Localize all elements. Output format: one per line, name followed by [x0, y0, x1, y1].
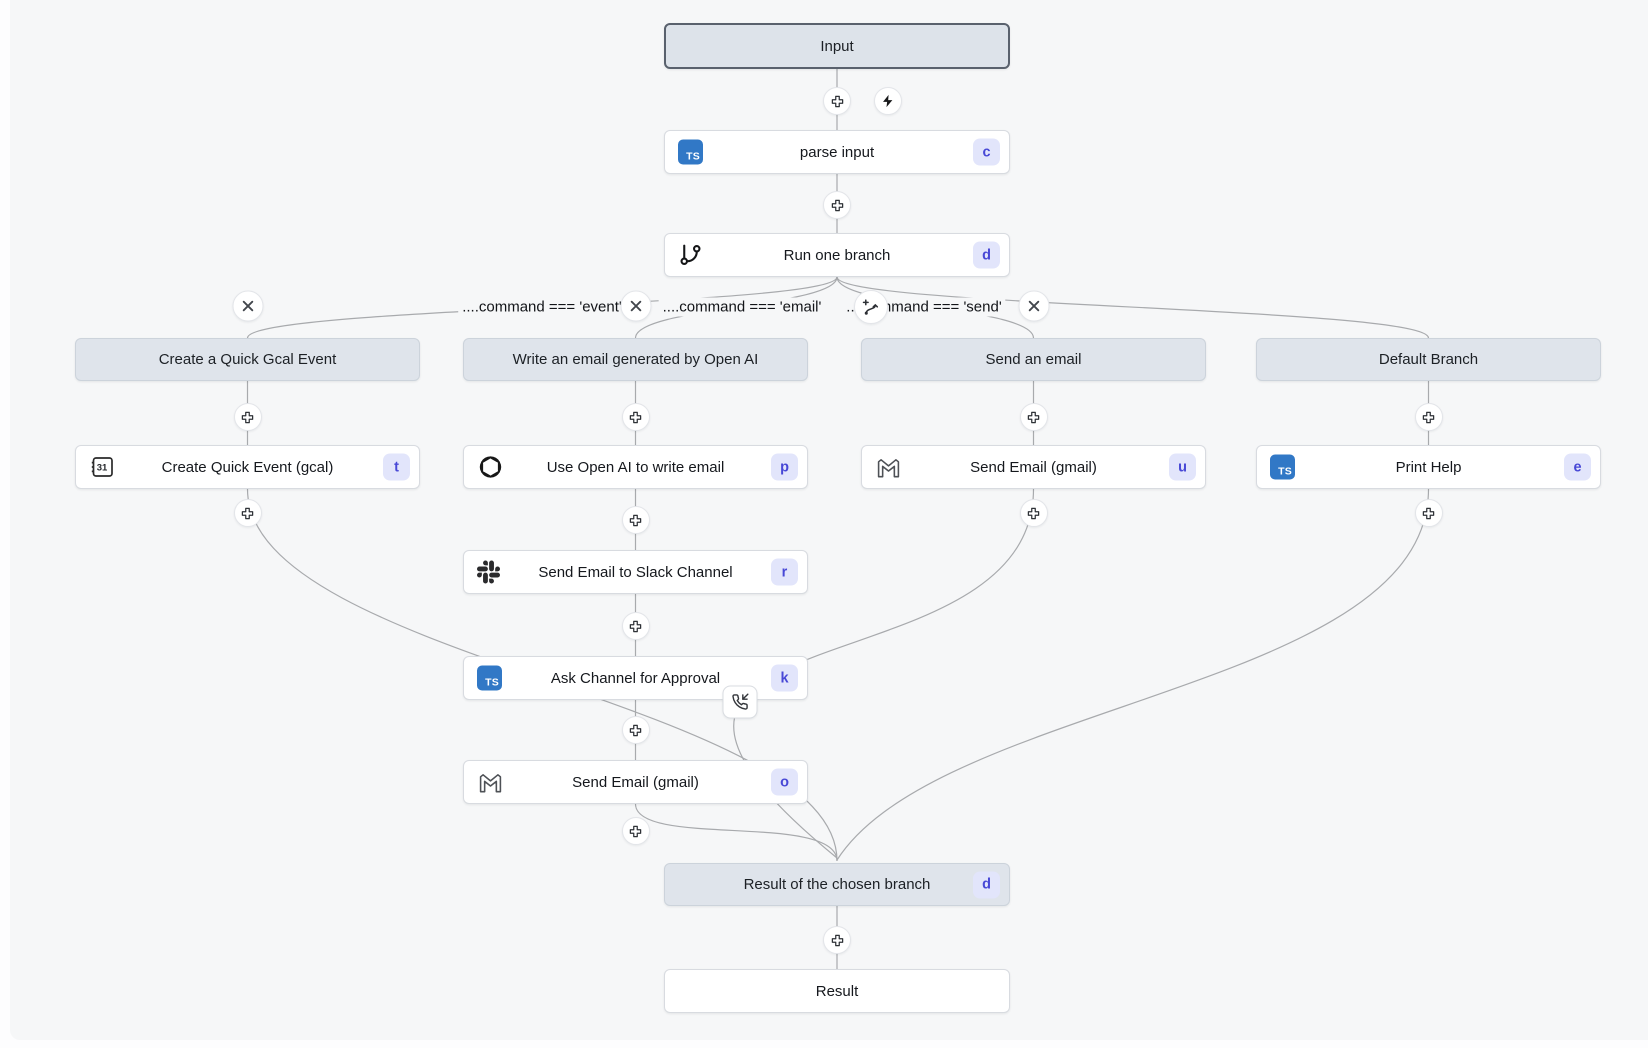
shortcut-badge: e [1564, 453, 1591, 481]
branch-condition-email: ....command === 'email' [658, 297, 826, 317]
node-label: Run one branch [783, 246, 891, 264]
add-step-button[interactable] [621, 612, 650, 640]
gmail-icon [477, 771, 504, 794]
plus-icon [240, 410, 255, 425]
shortcut-badge: r [771, 558, 798, 586]
node-openai-write-email[interactable]: Use Open AI to write email p [463, 445, 808, 489]
typescript-icon-label: TS [678, 139, 703, 165]
delete-branch-button[interactable] [232, 290, 263, 322]
shortcut-badge: k [771, 664, 798, 692]
node-send-email-gmail-approval[interactable]: Send Email (gmail) o [463, 760, 808, 804]
typescript-icon: TS [477, 665, 502, 691]
node-send-email-slack[interactable]: Send Email to Slack Channel r [463, 550, 808, 594]
node-label: Print Help [1395, 458, 1462, 476]
node-label: Send Email to Slack Channel [538, 563, 733, 581]
add-step-button[interactable] [1414, 403, 1443, 431]
add-step-button[interactable] [823, 926, 851, 954]
add-step-button[interactable] [1019, 403, 1048, 431]
plus-icon [628, 824, 643, 839]
approval-suspend-indicator [722, 685, 758, 719]
node-run-one-branch[interactable]: Run one branch d [664, 233, 1010, 277]
plus-icon [628, 619, 643, 634]
branch-header-label: Default Branch [1378, 351, 1479, 368]
node-result[interactable]: Result [664, 969, 1010, 1013]
typescript-icon-label: TS [477, 665, 502, 691]
node-label: Ask Channel for Approval [550, 669, 721, 687]
node-label: Result of the chosen branch [743, 876, 931, 893]
plus-icon [830, 198, 845, 213]
openai-icon [477, 454, 504, 481]
plus-icon [628, 723, 643, 738]
typescript-icon-label: TS [1270, 454, 1295, 480]
add-step-button[interactable] [233, 499, 262, 527]
git-branch-icon [678, 243, 703, 268]
branch-header-label: Create a Quick Gcal Event [158, 351, 337, 368]
shortcut-badge: d [973, 871, 1000, 898]
shortcut-badge: o [771, 768, 798, 796]
branch-condition-event: ....command === 'event' [458, 297, 626, 317]
add-step-button[interactable] [621, 817, 650, 845]
plus-icon [830, 933, 845, 948]
branch-header-label: Send an email [985, 351, 1082, 368]
node-label: parse input [799, 143, 875, 161]
branch-header-gcal-event[interactable]: Create a Quick Gcal Event [75, 338, 420, 381]
typescript-icon: TS [678, 139, 703, 165]
branch-header-default[interactable]: Default Branch [1256, 338, 1601, 381]
node-create-quick-event[interactable]: 31 Create Quick Event (gcal) t [75, 445, 420, 489]
close-icon [629, 300, 642, 313]
add-branch-button[interactable] [854, 290, 888, 324]
node-parse-input[interactable]: TS parse input c [664, 130, 1010, 174]
node-label: Use Open AI to write email [546, 458, 725, 476]
shortcut-badge: d [973, 241, 1000, 269]
flow-canvas[interactable]: Input TS parse input c Run one branch d … [10, 0, 1648, 1040]
add-step-button[interactable] [621, 403, 650, 431]
node-label: Result [815, 982, 859, 1000]
plus-icon [1421, 506, 1436, 521]
node-send-email-gmail[interactable]: Send Email (gmail) u [861, 445, 1206, 489]
node-label: Send Email (gmail) [572, 773, 699, 791]
node-label: Input [820, 37, 854, 55]
delete-branch-button[interactable] [1018, 290, 1049, 322]
phone-incoming-icon [732, 693, 749, 711]
node-result-of-chosen-branch[interactable]: Result of the chosen branch d [664, 863, 1010, 906]
calendar-31-icon: 31 [89, 454, 115, 480]
add-step-button[interactable] [823, 191, 851, 219]
calendar-day-label: 31 [96, 462, 108, 474]
gmail-icon [875, 456, 902, 479]
add-step-button[interactable] [823, 87, 851, 115]
shortcut-badge: t [383, 453, 410, 481]
node-input[interactable]: Input [664, 23, 1010, 69]
branch-header-label: Write an email generated by Open AI [512, 351, 759, 368]
plus-icon [830, 94, 845, 109]
slack-icon [477, 560, 500, 584]
shortcut-badge: u [1169, 453, 1196, 481]
plus-icon [628, 513, 643, 528]
node-label: Send Email (gmail) [970, 458, 1097, 476]
close-icon [241, 300, 254, 313]
add-step-button[interactable] [233, 403, 262, 431]
close-icon [1027, 300, 1040, 313]
plus-icon [628, 410, 643, 425]
plus-icon [1026, 410, 1041, 425]
shortcut-badge: c [973, 138, 1000, 166]
add-step-button[interactable] [621, 506, 650, 534]
trigger-button[interactable] [874, 87, 902, 115]
shortcut-badge: p [771, 453, 798, 481]
branch-header-openai-email[interactable]: Write an email generated by Open AI [463, 338, 808, 381]
lightning-bolt-icon [881, 93, 895, 109]
node-label: Create Quick Event (gcal) [161, 458, 334, 476]
add-step-button[interactable] [621, 716, 650, 744]
add-step-button[interactable] [1019, 499, 1048, 527]
plus-icon [1026, 506, 1041, 521]
branch-header-send-email[interactable]: Send an email [861, 338, 1206, 381]
node-print-help[interactable]: TS Print Help e [1256, 445, 1601, 489]
edge [836, 488, 1430, 861]
plus-icon [240, 506, 255, 521]
plus-icon [1421, 410, 1436, 425]
edge [634, 803, 838, 862]
typescript-icon: TS [1270, 454, 1295, 480]
delete-branch-button[interactable] [620, 290, 651, 322]
branch-add-icon [862, 298, 881, 317]
add-step-button[interactable] [1414, 499, 1443, 527]
